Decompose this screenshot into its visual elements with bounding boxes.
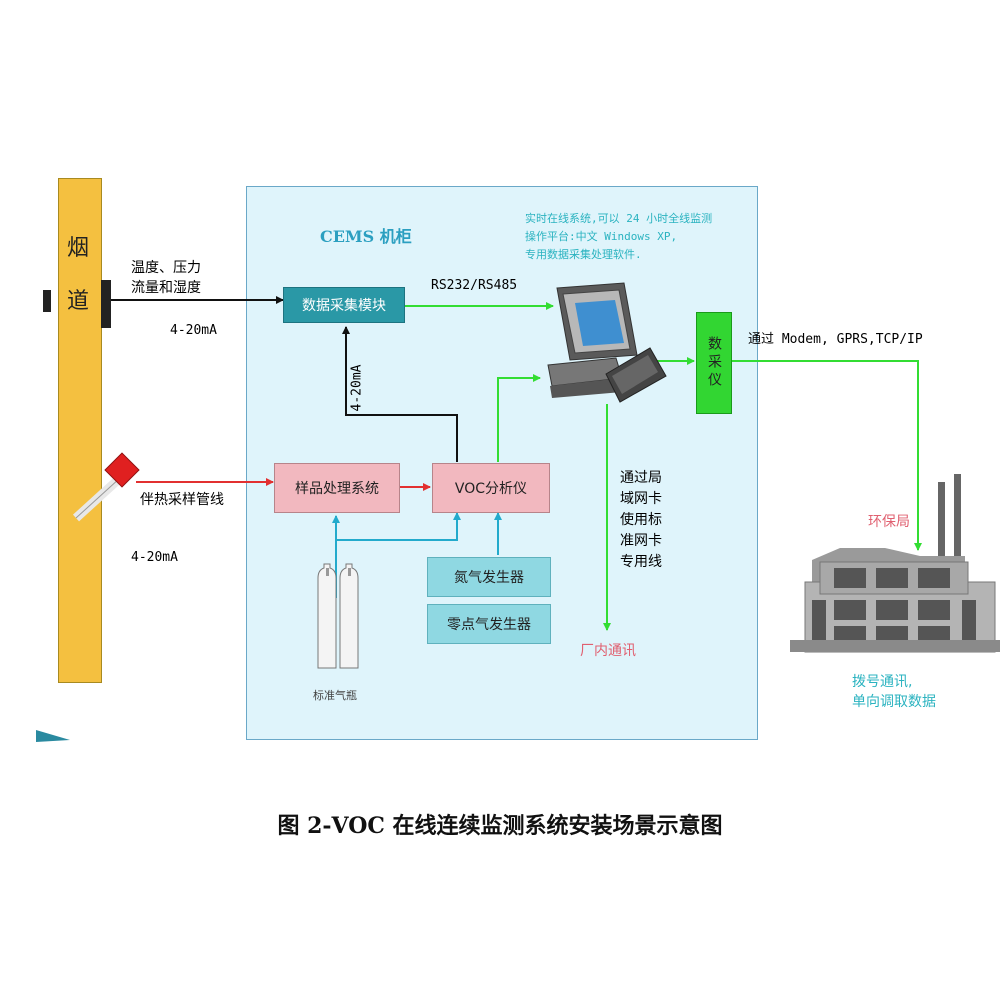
label-inplant: 厂内通讯 [580, 643, 636, 659]
flue-sensor-icon [43, 280, 111, 328]
nitrogen-generator: 氮气发生器 [427, 557, 551, 597]
data-logger: 数采仪 [696, 312, 732, 414]
label-epa: 环保局 [868, 514, 910, 530]
computer-note-3: 专用数据采集处理软件. [525, 248, 642, 261]
label-modem: 通过 Modem, GPRS,TCP/IP [748, 332, 923, 347]
label-dial-1: 拨号通讯, [852, 674, 913, 690]
label-temp-pressure: 温度、压力 [131, 260, 201, 276]
label-signal-bottom: 4-20mA [131, 550, 178, 565]
label-flow-humidity: 流量和湿度 [131, 280, 201, 296]
data-acquisition-module: 数据采集模块 [283, 287, 405, 323]
label-lan-5: 专用线 [620, 554, 662, 570]
label-dial-2: 单向调取数据 [852, 694, 936, 710]
voc-signal-line [342, 326, 458, 462]
label-rs: RS232/RS485 [431, 278, 518, 293]
label-cylinder: 标准气瓶 [313, 689, 357, 702]
voc-to-pc-line [497, 374, 541, 462]
sample-processing-system: 样品处理系统 [274, 463, 400, 513]
sampling-probe-icon [72, 452, 140, 522]
flue-duct [58, 178, 102, 683]
label-lan-4: 准网卡 [620, 533, 662, 549]
zero-gas-generator: 零点气发生器 [427, 604, 551, 644]
voc-analyzer: VOC分析仪 [432, 463, 550, 513]
figure-caption: 图 2-VOC 在线连续监测系统安装场景示意图 [277, 813, 723, 839]
flue-label-char1: 烟 [67, 236, 90, 261]
label-heat-trace: 伴热采样管线 [140, 492, 224, 508]
factory-icon [790, 474, 1000, 653]
label-lan-1: 通过局 [620, 470, 662, 486]
label-lan-2: 域网卡 [620, 491, 662, 507]
corner-mark [36, 730, 70, 742]
logger-to-epa-line [731, 360, 922, 551]
computer-icon [547, 282, 667, 403]
computer-note-1: 实时在线系统,可以 24 小时全线监测 [525, 212, 713, 225]
cabinet-title: CEMS 机柜 [320, 227, 412, 246]
computer-note-2: 操作平台:中文 Windows XP, [525, 230, 678, 243]
label-signal-vertical: 4-20mA [349, 364, 365, 412]
label-lan-3: 使用标 [620, 512, 662, 528]
flue-label-char2: 道 [67, 289, 90, 314]
gas-cylinder-icon [317, 563, 359, 669]
cyl-to-voc-line [336, 512, 461, 541]
label-signal-top: 4-20mA [170, 323, 217, 338]
